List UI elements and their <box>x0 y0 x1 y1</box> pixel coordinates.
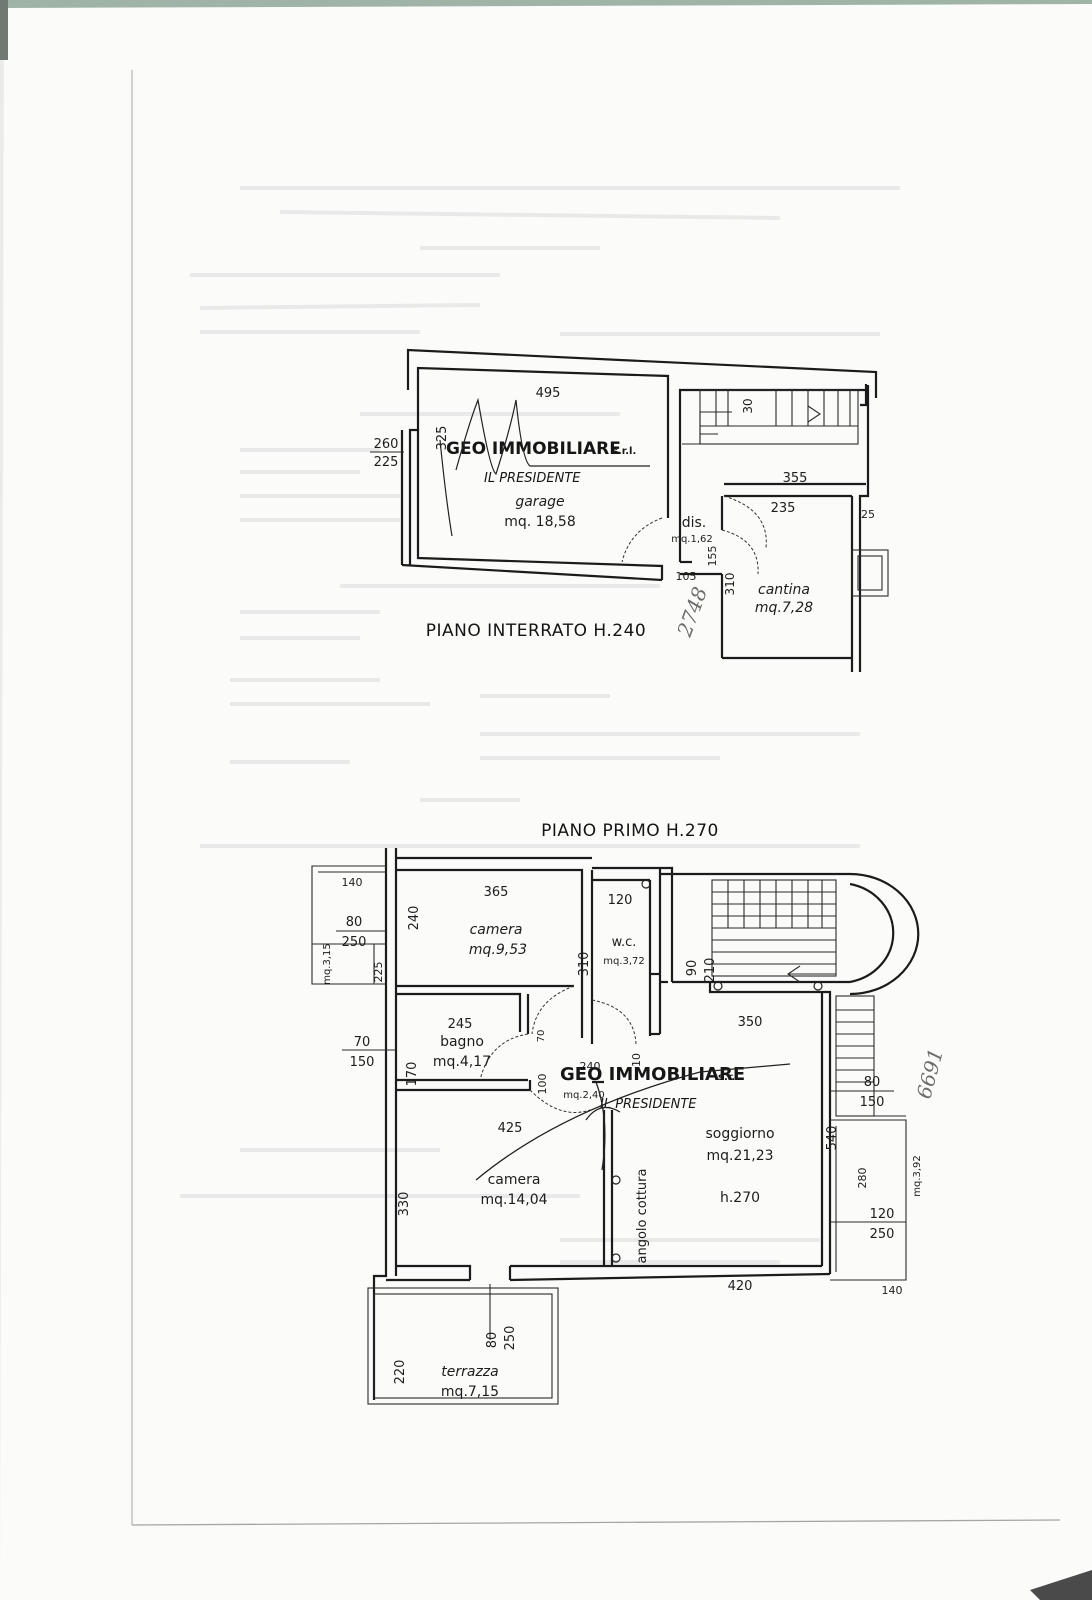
room-dis-area: mq.2,40 <box>563 1090 605 1101</box>
dim-155: 155 <box>706 546 719 567</box>
dim-70-door: 70 <box>536 1030 547 1043</box>
room-balcony-right-area: mq.3,92 <box>912 1155 923 1197</box>
room-camera1-area: mq.9,53 <box>469 942 527 958</box>
dim-355: 355 <box>783 471 808 486</box>
room-wc-name: w.c. <box>612 935 637 950</box>
room-camera2-area: mq.14,04 <box>480 1192 547 1208</box>
dim-100: 100 <box>536 1074 549 1095</box>
door-wc <box>591 999 637 1045</box>
dim-140-right: 140 <box>882 1284 903 1297</box>
dim-25: 25 <box>861 508 875 521</box>
stamp-company-2: GEO IMMOBILIARE <box>560 1064 745 1085</box>
dim-495: 495 <box>536 386 561 401</box>
door-camera2 <box>529 1089 591 1113</box>
dim-10: 10 <box>630 1053 643 1067</box>
basement-signature <box>439 397 650 537</box>
dim-70-left: 70 <box>354 1035 371 1050</box>
dim-260: 260 <box>374 437 399 452</box>
dim-310-basement: 310 <box>723 573 737 596</box>
basement-door-garage <box>621 517 663 563</box>
first-floor-signature <box>475 1063 791 1181</box>
basement-stamp: GEO IMMOBILIARE s.r.l. IL PRESIDENTE <box>446 439 636 486</box>
dim-140-left: 140 <box>342 876 363 889</box>
room-garage-name: garage <box>515 494 564 510</box>
basement-door-cantina <box>721 529 759 575</box>
dim-120-right: 120 <box>870 1207 895 1222</box>
stamp-role: IL PRESIDENTE <box>484 471 581 486</box>
dim-420: 420 <box>728 1279 753 1294</box>
first-floor-walls <box>311 848 920 1405</box>
dim-150-right: 150 <box>860 1095 885 1110</box>
basement-door-stair <box>723 495 767 549</box>
room-bagno-area: mq.4,17 <box>433 1054 491 1070</box>
dim-220: 220 <box>393 1360 408 1385</box>
room-dis-area: mq.1,62 <box>671 534 713 545</box>
room-angolo-name: angolo cottura <box>635 1169 650 1264</box>
room-cantina-name: cantina <box>758 582 810 598</box>
dim-120-wc: 120 <box>608 893 633 908</box>
room-camera2-name: camera <box>488 1172 541 1188</box>
dim-425: 425 <box>498 1121 523 1136</box>
dim-225: 225 <box>372 962 385 983</box>
dim-150-left: 150 <box>350 1055 375 1070</box>
dim-310: 310 <box>577 952 592 977</box>
dim-80-right: 80 <box>864 1075 881 1090</box>
dim-225: 225 <box>374 455 399 470</box>
dim-30: 30 <box>741 398 755 413</box>
room-terrazza-area: mq.7,15 <box>441 1384 499 1400</box>
dim-250-right: 250 <box>870 1227 895 1242</box>
first-floor-plan: PIANO PRIMO H.270 <box>311 821 948 1405</box>
dim-350: 350 <box>738 1015 763 1030</box>
room-soggiorno-name: soggiorno <box>705 1126 774 1142</box>
dim-365: 365 <box>484 885 509 900</box>
room-soggiorno-area: mq.21,23 <box>706 1148 773 1164</box>
stamp-company: GEO IMMOBILIARE <box>446 439 621 459</box>
room-wc-area: mq.3,72 <box>603 956 645 967</box>
dim-210: 210 <box>703 958 718 983</box>
dim-280: 280 <box>856 1168 869 1189</box>
room-balcony-left-area: mq.3,15 <box>322 943 333 985</box>
dim-170: 170 <box>405 1062 420 1087</box>
paper <box>0 4 1092 1600</box>
dim-540: 540 <box>825 1126 840 1151</box>
dim-250-terrace: 250 <box>503 1326 518 1351</box>
dim-250-left: 250 <box>342 935 367 950</box>
first-floor-staircase <box>711 879 837 983</box>
basement-walls <box>400 348 889 672</box>
room-terrazza-name: terrazza <box>441 1364 498 1380</box>
basement-caption: PIANO INTERRATO H.240 <box>426 621 647 641</box>
stamp-role-2: IL PRESIDENTE <box>600 1097 697 1112</box>
room-cantina-area: mq.7,28 <box>755 600 813 616</box>
basement-staircase <box>699 389 859 445</box>
show-through-text <box>180 186 900 1264</box>
door-camera1 <box>531 985 575 1035</box>
first-floor-caption: PIANO PRIMO H.270 <box>541 821 719 841</box>
room-soggiorno-height: h.270 <box>720 1190 760 1206</box>
dim-325: 325 <box>435 426 450 451</box>
dim-245: 245 <box>448 1017 473 1032</box>
dim-240-dis: 240 <box>580 1060 601 1073</box>
dim-80-terrace: 80 <box>485 1332 500 1349</box>
room-camera1-name: camera <box>470 922 523 938</box>
dim-240: 240 <box>407 906 422 931</box>
dim-90: 90 <box>685 960 700 977</box>
stamp-suffix-2: s.r.l. <box>718 1072 742 1083</box>
room-dis-name: dis. <box>682 515 707 531</box>
dim-235: 235 <box>771 501 796 516</box>
dim-80-left: 80 <box>346 915 363 930</box>
stamp-suffix: s.r.l. <box>612 446 636 457</box>
room-bagno-name: bagno <box>440 1034 484 1050</box>
dim-105: 105 <box>676 570 697 583</box>
first-floor-stamp: GEO IMMOBILIARE s.r.l. IL PRESIDENTE <box>560 1064 745 1112</box>
door-bagno <box>479 1033 529 1081</box>
basement-plan: 495 260 225 325 355 235 25 105 155 310 3… <box>370 348 889 672</box>
dim-330: 330 <box>397 1192 412 1217</box>
room-garage-area: mq. 18,58 <box>504 514 576 530</box>
